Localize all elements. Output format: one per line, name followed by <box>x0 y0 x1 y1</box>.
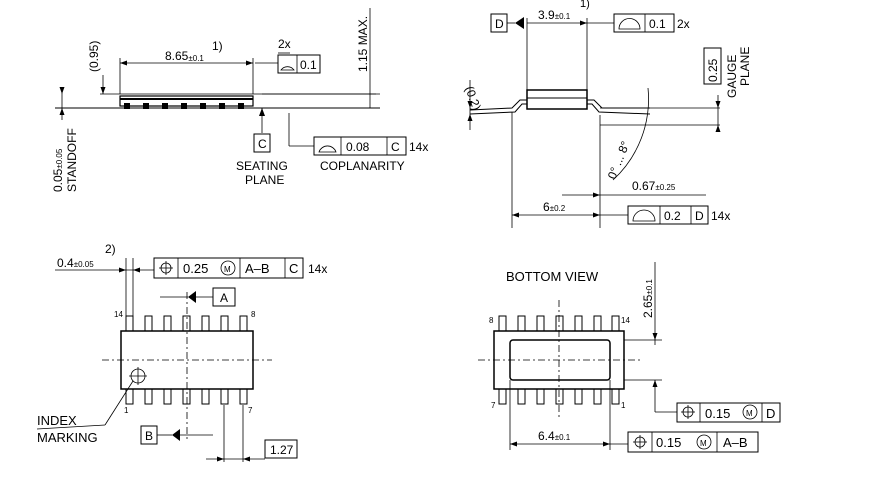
bottom-pin-label-7: 7 <box>491 401 496 410</box>
bottom-view-title: BOTTOM VIEW <box>506 269 599 284</box>
seating-label-1: SEATING <box>236 159 288 173</box>
pitch-dimension: 1.27 <box>270 443 294 457</box>
svg-text:M: M <box>746 409 753 418</box>
gauge-label-2: PLANE <box>738 47 752 86</box>
pin-width-dimension: 0.4±0.05 <box>57 256 94 270</box>
svg-text:M: M <box>700 439 707 448</box>
pitch-box <box>264 439 298 459</box>
bottom-pin-label-1: 1 <box>621 401 626 410</box>
pin-label-1: 1 <box>124 406 129 415</box>
feature-control-position-03: 0.15 M A–B <box>627 431 759 453</box>
lead-angle: 0° ... 8° <box>605 139 633 181</box>
body-width-note: 1) <box>580 0 590 10</box>
top-view: 2) 0.4±0.05 0.25 M A–B C 14x A 14 <box>36 242 327 462</box>
index-label-2: MARKING <box>37 430 98 445</box>
package-body-end <box>526 89 588 110</box>
svg-text:0.08: 0.08 <box>346 140 370 154</box>
pin-label-7: 7 <box>248 406 253 415</box>
gauge-label-1: GAUGE <box>725 55 739 98</box>
svg-text:0.1: 0.1 <box>649 17 666 31</box>
feature-control-coplanarity: 0.08 C <box>313 136 407 156</box>
pin-label-8: 8 <box>251 310 256 319</box>
profile-count-2: 14x <box>711 209 730 223</box>
lead-span-dimension: 6±0.2 <box>543 200 566 214</box>
ref-095-dimension: (0.95) <box>87 41 101 72</box>
svg-text:0.15: 0.15 <box>656 435 681 450</box>
datum-c-box <box>253 133 271 153</box>
feature-control-position-01: 0.25 M A–B C <box>153 257 304 279</box>
length-dimension: 8.65±0.1 <box>165 49 204 63</box>
position-count: 14x <box>308 262 327 276</box>
svg-text:D: D <box>766 406 775 421</box>
pad-height-dimension: 2.65±0.1 <box>641 279 655 318</box>
pin-label-14: 14 <box>114 310 123 319</box>
body-width-dimension: 3.9±0.1 <box>538 8 571 22</box>
gauge-dimension: 0.25 <box>706 58 720 82</box>
top-view-upper-leads <box>125 315 248 332</box>
svg-text:A–B: A–B <box>245 261 270 276</box>
feature-control-profile-01: 0.1 <box>277 54 321 74</box>
coplanarity-count: 14x <box>409 140 428 154</box>
svg-text:0.1: 0.1 <box>300 58 317 72</box>
svg-text:A–B: A–B <box>723 435 748 450</box>
datum-a: A <box>220 291 228 305</box>
bottom-pin-label-14: 14 <box>621 316 630 325</box>
pin-width-note: 2) <box>105 242 116 256</box>
side-view: 8.65±0.1 1) (0.95) 1.15 MAX. 2x 0.1 0.05… <box>51 8 428 192</box>
coplanarity-label: COPLANARITY <box>320 159 405 173</box>
max-height-dimension: 1.15 MAX. <box>356 16 370 72</box>
end-view: D 3.9±0.1 1) 0.1 2x (0.2) <box>462 0 752 228</box>
feature-control-profile-02: 0.1 <box>613 13 675 33</box>
index-label-1: INDEX <box>37 413 77 428</box>
svg-text:0.15: 0.15 <box>705 406 730 421</box>
feature-control-position-02: 0.15 M D <box>676 402 781 423</box>
datum-d: D <box>495 17 504 31</box>
feature-control-profile-03: 0.2 D <box>627 205 709 225</box>
svg-text:0.2: 0.2 <box>664 209 681 223</box>
lead-thickness-ref: (0.2) <box>462 84 484 112</box>
svg-text:C: C <box>391 140 400 154</box>
svg-text:M: M <box>224 265 231 274</box>
svg-text:C: C <box>289 261 298 276</box>
pad-width-dimension: 6.4±0.1 <box>538 429 571 443</box>
seating-label-2: PLANE <box>245 173 284 187</box>
count-2x: 2x <box>278 37 291 51</box>
standoff-dimension: 0.05±0.05 <box>51 148 65 192</box>
standoff-label: STANDOFF <box>65 128 79 192</box>
gauge-box <box>703 47 722 85</box>
top-view-lower-leads <box>125 388 248 405</box>
svg-text:0.25: 0.25 <box>183 261 208 276</box>
svg-text:D: D <box>695 209 704 223</box>
bottom-view-lower-leads <box>498 388 620 405</box>
bottom-pin-label-8: 8 <box>489 316 494 325</box>
side-leads <box>124 103 244 109</box>
profile-count: 2x <box>677 17 690 31</box>
length-note: 1) <box>212 39 223 53</box>
datum-b: B <box>145 429 153 443</box>
datum-c: C <box>258 137 267 151</box>
bottom-view: BOTTOM VIEW 2.65±0.1 8 14 7 1 <box>478 262 781 453</box>
lead-length-dimension: 0.67±0.25 <box>632 179 676 193</box>
